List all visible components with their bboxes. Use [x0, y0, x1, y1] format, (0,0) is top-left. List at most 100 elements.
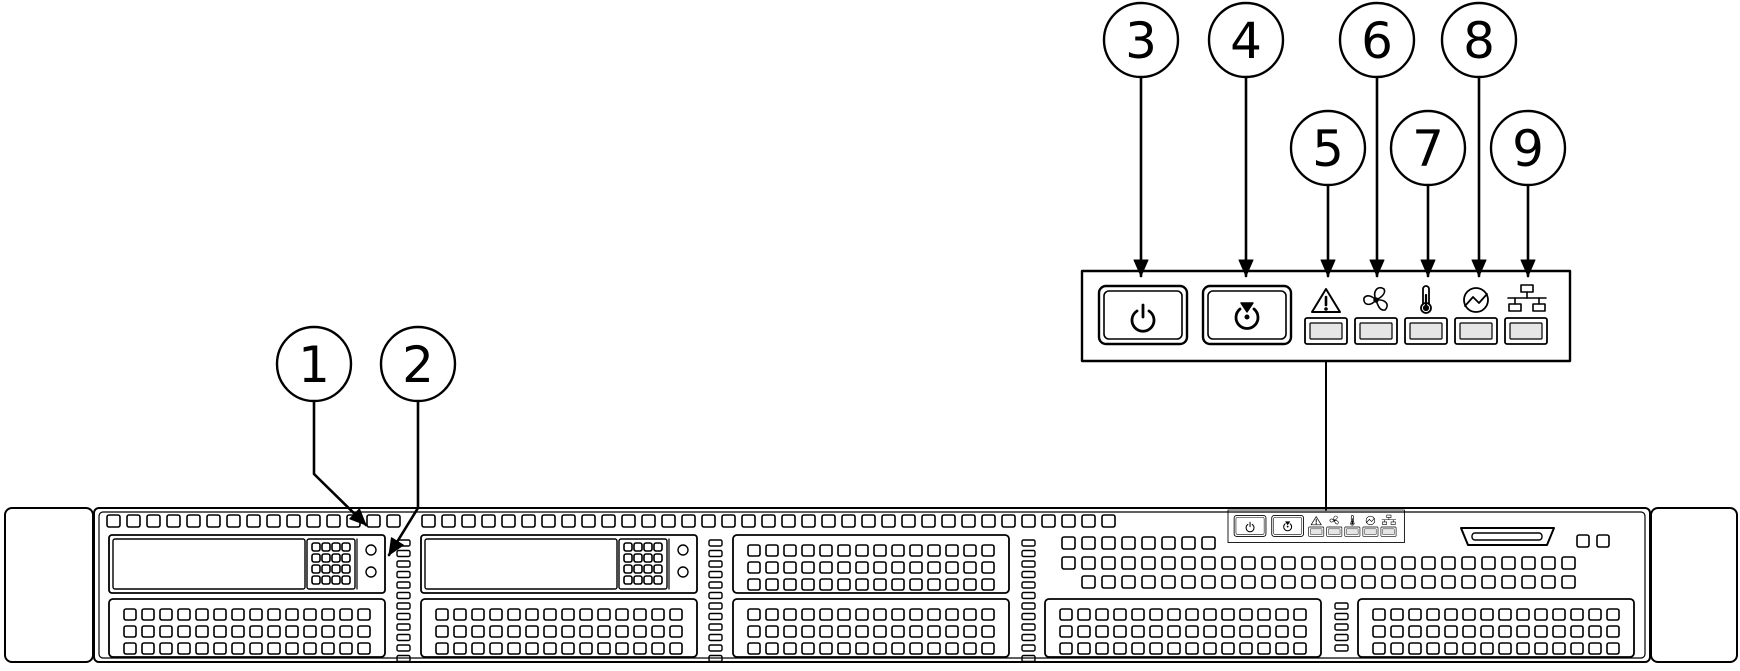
vent-hole — [891, 625, 905, 638]
vent-hole — [909, 625, 923, 638]
uid-icon-triangle — [1285, 521, 1291, 526]
warning-dot — [1324, 307, 1328, 311]
vent-hole — [927, 625, 941, 638]
vent-hole — [1381, 556, 1396, 570]
vent-block-frame — [420, 598, 698, 658]
uid-icon-dot — [1286, 525, 1289, 528]
vent-hole — [579, 608, 593, 621]
vent-hole — [1101, 536, 1116, 550]
vent-hole — [177, 608, 191, 621]
vent-hole — [945, 578, 959, 591]
vent-hole — [1372, 642, 1386, 655]
vent-hole — [141, 625, 155, 638]
vent-slot — [708, 570, 723, 579]
vent-hole — [633, 564, 643, 574]
vent-hole — [1301, 575, 1316, 589]
vent-hole — [1061, 556, 1076, 570]
vent-hole — [195, 608, 209, 621]
vent-hole — [783, 561, 797, 574]
vent-slot — [708, 560, 723, 568]
uid-icon-dot — [1244, 314, 1250, 320]
net-right-node — [1390, 521, 1396, 525]
callout-7: 7 — [1389, 109, 1467, 187]
vent-hole — [267, 625, 281, 638]
vent-hole — [643, 553, 653, 563]
vent-hole — [1095, 608, 1109, 621]
vent-hole — [321, 542, 331, 552]
vent-hole — [1462, 625, 1476, 638]
vent-hole — [1498, 625, 1512, 638]
vent-hole — [837, 608, 851, 621]
vent-hole — [1257, 608, 1271, 621]
vent-hole — [339, 608, 353, 621]
vent-hole — [249, 642, 263, 655]
vent-slot — [708, 644, 723, 652]
callout-2: 2 — [379, 325, 457, 403]
vent-hole — [1275, 642, 1289, 655]
vent-slot — [1021, 560, 1036, 568]
vent-hole — [1444, 642, 1458, 655]
vent-hole — [579, 642, 593, 655]
vent-hole — [633, 542, 643, 552]
vent-hole — [681, 514, 696, 528]
vent-hole — [873, 608, 887, 621]
vent-hole — [1293, 642, 1307, 655]
drive-2-led-upper — [677, 544, 689, 556]
fan-blade-1 — [1333, 515, 1338, 521]
vent-hole — [123, 625, 137, 638]
rack-ear-left — [4, 507, 94, 663]
vent-hole — [357, 608, 371, 621]
callout-circle — [379, 325, 457, 403]
vent-hole — [821, 514, 836, 528]
vent-hole — [357, 642, 371, 655]
vent-hole — [873, 642, 887, 655]
vent-hole — [781, 514, 796, 528]
led-frame — [1308, 526, 1325, 537]
vent-hole — [1541, 575, 1556, 589]
vent-hole — [321, 553, 331, 563]
vent-hole — [311, 575, 321, 585]
vent-hole — [981, 625, 995, 638]
uid-button — [1271, 514, 1304, 537]
callout-3: 3 — [1102, 1, 1180, 79]
vent-slot — [396, 560, 411, 568]
vent-slot — [396, 612, 411, 621]
vent-hole — [597, 642, 611, 655]
power-button-outer — [1097, 284, 1189, 346]
vent-hole — [1480, 642, 1494, 655]
vent-hole — [1481, 556, 1496, 570]
vent-hole — [633, 642, 647, 655]
vent-slot — [708, 549, 723, 558]
vent-hole — [747, 625, 761, 638]
vent-slot — [396, 623, 411, 631]
power-supply-led — [1362, 526, 1379, 537]
vent-hole — [331, 575, 341, 585]
vent-hole — [783, 578, 797, 591]
fan-status-led — [1326, 526, 1343, 537]
vent-hole — [1121, 556, 1136, 570]
vent-hole — [855, 642, 869, 655]
vent-hole — [1444, 625, 1458, 638]
fan-blade-3 — [1329, 518, 1335, 523]
led-frame — [1380, 526, 1397, 537]
vent-block-1 — [108, 598, 386, 658]
vent-hole — [1588, 625, 1602, 638]
vent-hole — [801, 514, 816, 528]
vent-hole — [1149, 642, 1163, 655]
vent-hole — [961, 514, 976, 528]
vent-hole — [1131, 642, 1145, 655]
led-frame — [1344, 526, 1361, 537]
vent-hole — [981, 642, 995, 655]
vent-hole — [285, 608, 299, 621]
vent-hole — [267, 642, 281, 655]
vent-hole — [1570, 625, 1584, 638]
vent-hole — [321, 564, 331, 574]
vent-hole — [1588, 608, 1602, 621]
psu-circle — [1365, 515, 1376, 526]
vent-hole — [819, 578, 833, 591]
vent-hole — [166, 514, 181, 528]
vent-hole — [841, 514, 856, 528]
fan-icon — [1329, 515, 1339, 525]
vent-slot — [1334, 602, 1349, 610]
vent-hole — [146, 514, 161, 528]
